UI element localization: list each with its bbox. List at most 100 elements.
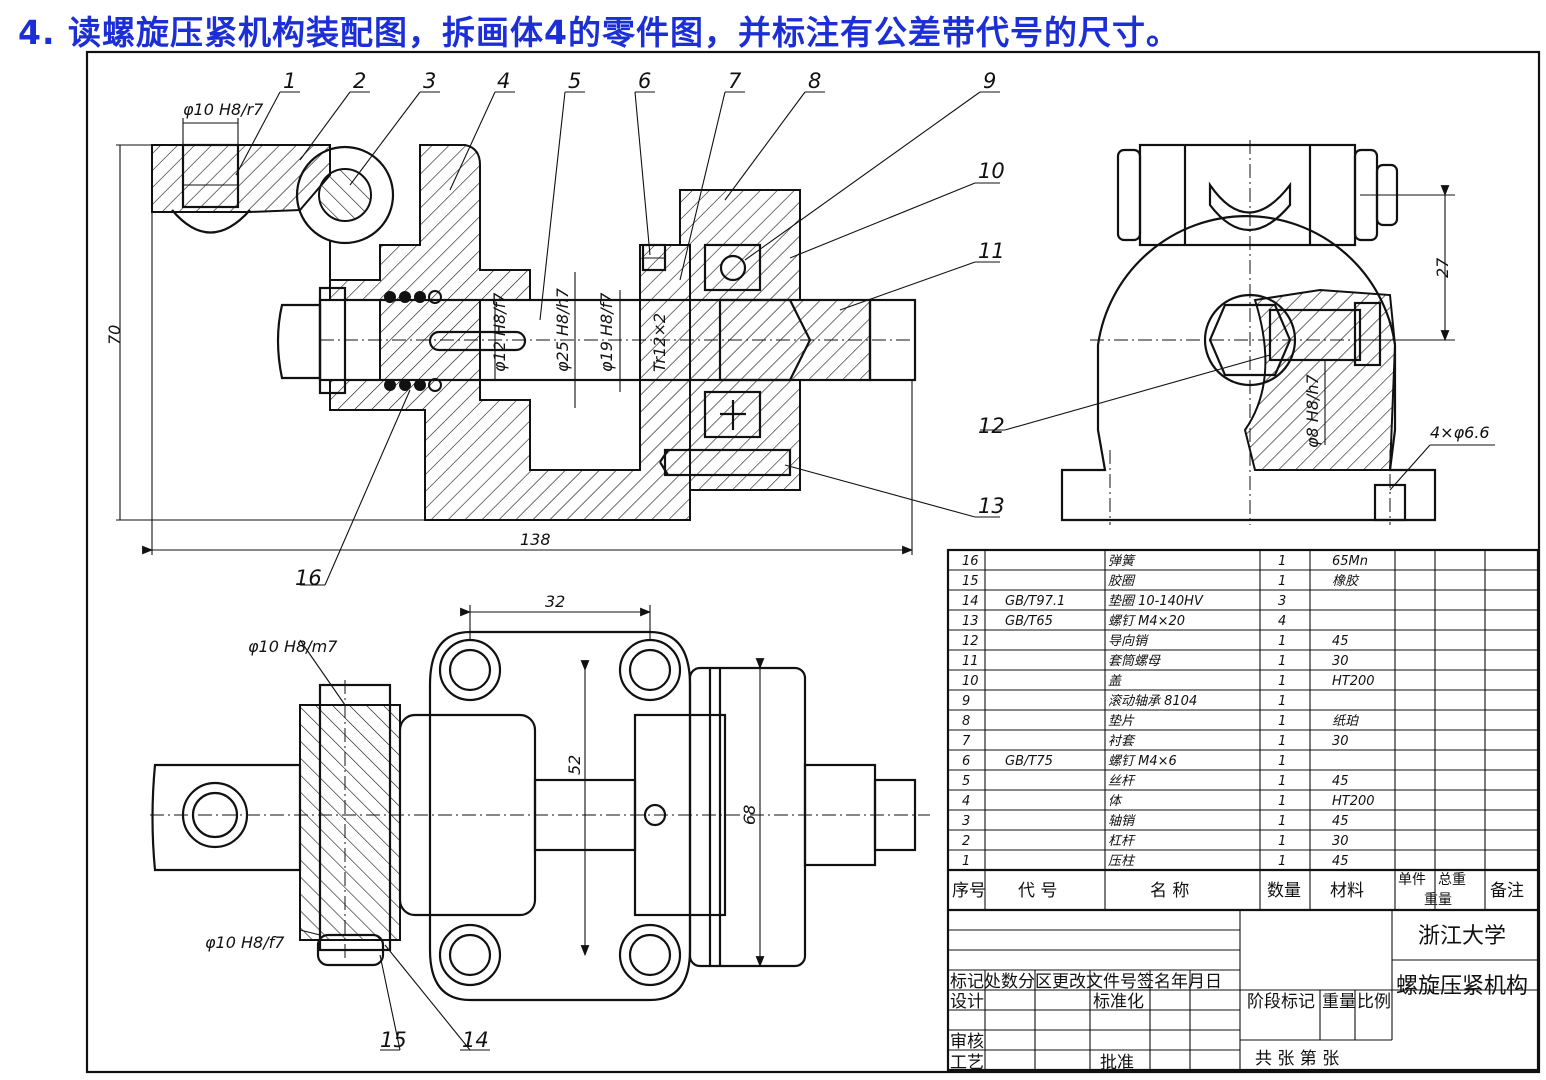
bom-cell-no: 4 — [962, 794, 970, 809]
bom-cell-code: GB/T65 — [1005, 614, 1053, 629]
tb-process: 工艺 — [950, 1053, 984, 1073]
bom-cell-qty: 1 — [1278, 674, 1286, 689]
bom-cell-name: 胶圈 — [1108, 574, 1136, 589]
bom-cell-name: 滚动轴承 8104 — [1108, 694, 1197, 709]
label-11: 11 — [978, 239, 1005, 263]
dim-fit-pin-bottom: φ10 H8/f7 — [205, 933, 285, 952]
bom-cell-name: 导向销 — [1108, 634, 1149, 649]
label-8: 8 — [808, 69, 821, 93]
bom-cell-material: 45 — [1332, 814, 1349, 829]
tb-review: 审核 — [950, 1032, 984, 1052]
bom-cell-no: 9 — [962, 694, 970, 709]
bom-cell-no: 14 — [962, 594, 979, 609]
bom-cell-qty: 1 — [1278, 854, 1286, 869]
front-view — [116, 118, 920, 555]
spring-16 — [384, 290, 442, 392]
bom-cell-no: 12 — [962, 634, 979, 649]
bom-cell-qty: 1 — [1278, 654, 1286, 669]
bom-cell-qty: 1 — [1278, 574, 1286, 589]
rev-row: 标记处数分区更改文件号签名年月日 — [950, 972, 1222, 992]
label-16: 16 — [295, 566, 322, 590]
bom-cell-material: HT200 — [1332, 674, 1375, 689]
bom-cell-qty: 3 — [1278, 594, 1286, 609]
bom-cell-code: GB/T75 — [1005, 754, 1053, 769]
bom-cell-name: 杠杆 — [1108, 834, 1136, 849]
bom-header-total: 总重 — [1438, 872, 1466, 888]
label-3: 3 — [423, 69, 436, 93]
dim-fit-pillar: φ10 H8/r7 — [183, 100, 264, 119]
bom-cell-name: 套筒螺母 — [1108, 654, 1161, 669]
bom-cell-name: 轴销 — [1108, 814, 1136, 829]
label-14: 14 — [462, 1028, 489, 1052]
bom-header-name: 名 称 — [1150, 881, 1189, 901]
bom-cell-qty: 1 — [1278, 794, 1286, 809]
bom-header: 序号 代 号 名 称 数量 材料 单件 总重 重量 备注 — [952, 872, 1524, 908]
bom-header-weight: 重量 — [1424, 892, 1452, 908]
label-7: 7 — [728, 69, 742, 93]
bom-header-material: 材料 — [1330, 881, 1364, 901]
dim-fit-pin-top: φ10 H8/m7 — [248, 637, 338, 656]
bom-cell-material: 30 — [1332, 734, 1349, 749]
bom-cell-name: 螺钉 M4×20 — [1108, 614, 1185, 629]
label-13: 13 — [978, 494, 1005, 518]
bom-cell-name: 衬套 — [1108, 734, 1136, 749]
dim-52: 52 — [565, 755, 584, 775]
bom-cell-no: 8 — [962, 714, 970, 729]
label-15: 15 — [380, 1028, 407, 1052]
bom-cell-no: 10 — [962, 674, 979, 689]
label-4: 4 — [497, 69, 510, 93]
label-10: 10 — [978, 159, 1005, 183]
bom-cell-name: 丝杆 — [1108, 774, 1136, 789]
bom-cell-name: 螺钉 M4×6 — [1108, 754, 1177, 769]
tb-sheets: 共 张 第 张 — [1255, 1049, 1339, 1069]
bom-cell-material: 45 — [1332, 634, 1349, 649]
bom-cell-no: 16 — [962, 554, 979, 569]
bom-cell-qty: 1 — [1278, 554, 1286, 569]
bom-cell-name: 垫片 — [1108, 714, 1135, 729]
bom-cell-no: 1 — [962, 854, 970, 869]
bom-cell-name: 体 — [1108, 794, 1123, 809]
bom-cell-no: 6 — [962, 754, 970, 769]
bom-cell-qty: 1 — [1278, 754, 1286, 769]
tb-approve: 批准 — [1100, 1053, 1134, 1073]
bom-cell-name: 压柱 — [1108, 854, 1136, 869]
bom-header-unit: 单件 — [1398, 872, 1426, 888]
dim-fit-guide: φ8 H8/h7 — [1303, 373, 1322, 448]
bom-cell-no: 3 — [962, 814, 970, 829]
bom-header-no: 序号 — [952, 881, 986, 901]
dim-68: 68 — [740, 805, 759, 825]
top-view — [150, 605, 930, 1051]
bom-cell-qty: 1 — [1278, 734, 1286, 749]
dim-fit-screw: φ25 H8/h7 — [553, 287, 572, 372]
bom-cell-qty: 1 — [1278, 774, 1286, 789]
org-name: 浙江大学 — [1418, 924, 1506, 949]
tb-scale: 比例 — [1357, 992, 1391, 1012]
dim-27: 27 — [1433, 257, 1452, 278]
dim-32: 32 — [545, 592, 565, 611]
tb-standard: 标准化 — [1093, 992, 1144, 1012]
bom-header-remark: 备注 — [1490, 881, 1524, 901]
bom-cell-no: 7 — [962, 734, 971, 749]
dim-fit-nut: φ19 H8/f7 — [597, 292, 616, 372]
bom-cell-code: GB/T97.1 — [1005, 594, 1065, 609]
bom-cell-qty: 1 — [1278, 634, 1286, 649]
title-block — [948, 910, 1538, 1072]
tb-stage: 阶段标记 — [1247, 992, 1315, 1012]
bom-cell-material: HT200 — [1332, 794, 1375, 809]
label-5: 5 — [568, 69, 581, 93]
label-1: 1 — [283, 69, 296, 93]
dim-thread: Tr12×2 — [650, 313, 669, 372]
dim-fit-sleeve: φ12 H8/f7 — [490, 292, 509, 372]
bom-cell-no: 11 — [962, 654, 979, 669]
bom-cell-material: 65Mn — [1332, 554, 1368, 569]
side-view — [980, 140, 1495, 525]
part-numbers-front: 1 2 3 4 5 6 7 8 9 10 11 13 16 — [283, 69, 1005, 590]
tb-weight: 重量 — [1322, 992, 1356, 1012]
bom-header-qty: 数量 — [1267, 881, 1301, 901]
label-12: 12 — [978, 414, 1005, 438]
bom-cell-material: 30 — [1332, 654, 1349, 669]
bom-cell-qty: 1 — [1278, 714, 1286, 729]
bom-cell-no: 15 — [962, 574, 979, 589]
dim-holes: 4×φ6.6 — [1430, 423, 1490, 442]
